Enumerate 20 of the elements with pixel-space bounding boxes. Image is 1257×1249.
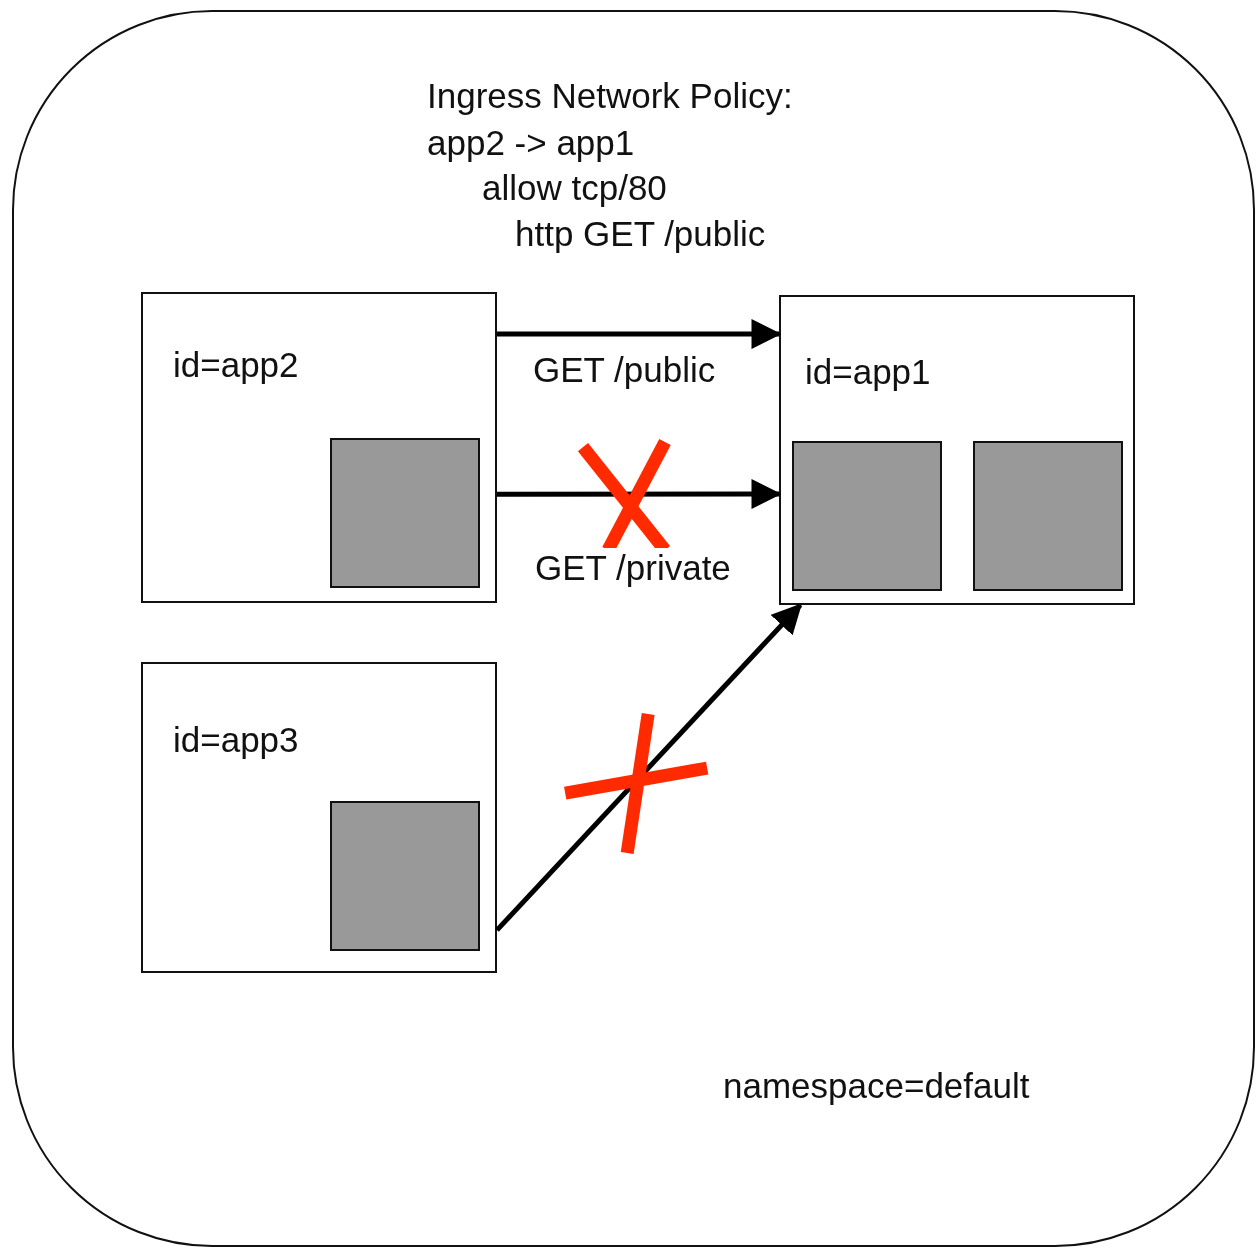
app-box (141, 292, 497, 603)
policy-heading: Ingress Network Policy: (427, 76, 793, 117)
edge-label: GET /private (535, 548, 731, 589)
app-label: id=app1 (805, 352, 931, 393)
container-square (973, 441, 1123, 591)
policy-rule: http GET /public (515, 214, 766, 255)
namespace-boundary (12, 10, 1255, 1247)
app-label: id=app3 (173, 720, 299, 761)
policy-rule: allow tcp/80 (482, 168, 667, 209)
policy-rule: app2 -> app1 (427, 123, 635, 164)
container-square (330, 438, 480, 588)
container-square (792, 441, 942, 591)
namespace-label: namespace=default (723, 1066, 1030, 1107)
app-box (141, 662, 497, 973)
app-label: id=app2 (173, 345, 299, 386)
arrow (495, 603, 803, 932)
container-square (330, 801, 480, 951)
app-box (779, 295, 1135, 605)
arrow (497, 319, 782, 350)
arrow (497, 479, 782, 510)
